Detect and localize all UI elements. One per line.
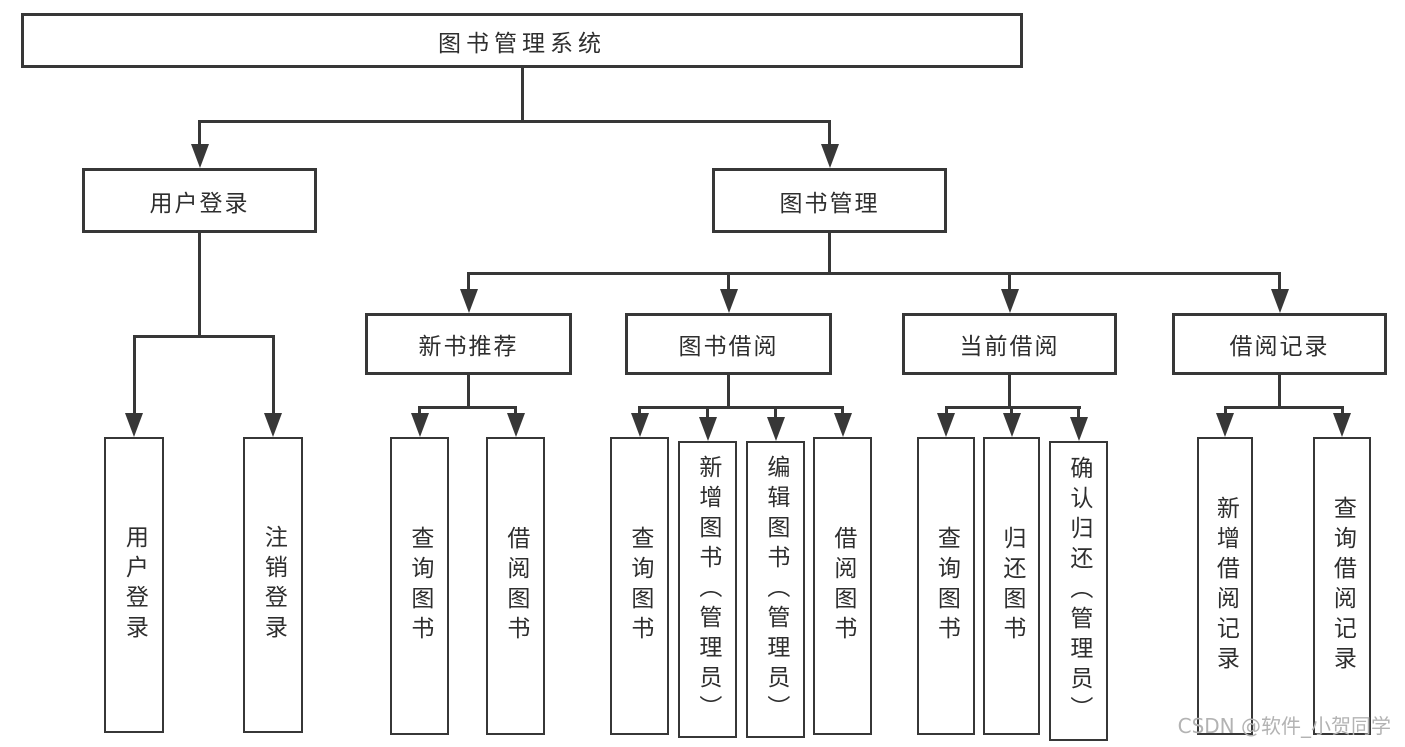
edge-branch-bar	[198, 120, 831, 123]
arrow-down-icon	[507, 413, 525, 437]
node-label: 借阅记录	[1229, 334, 1330, 360]
csdn-watermark: CSDN @软件_小贺同学	[1177, 714, 1391, 738]
edge-drop-line	[467, 375, 470, 407]
node-bor-add: 新增图书（管理员）	[678, 441, 737, 738]
node-label: 新书推荐	[418, 334, 519, 360]
edge-arrow-stem	[1008, 273, 1011, 295]
arrow-down-icon	[1070, 417, 1088, 441]
node-label: 借阅图书	[829, 526, 856, 646]
node-current: 当前借阅	[902, 313, 1117, 375]
edge-branch-bar	[638, 406, 844, 409]
node-cur-query: 查询图书	[917, 437, 975, 735]
edge-drop-line	[1278, 375, 1281, 407]
edge-drop-line	[198, 233, 201, 336]
node-label: 新增借阅记录	[1212, 496, 1239, 676]
node-leaf-login: 用户登录	[104, 437, 164, 733]
edge-arrow-stem	[133, 336, 136, 419]
arrow-down-icon	[821, 144, 839, 168]
edge-branch-bar	[467, 272, 1281, 275]
edge-branch-bar	[945, 406, 1081, 409]
node-label: 图书管理系统	[438, 30, 606, 57]
node-bor-borrow: 借阅图书	[813, 437, 872, 735]
arrow-down-icon	[767, 417, 785, 441]
arrow-down-icon	[191, 144, 209, 168]
node-borrow: 图书借阅	[625, 313, 832, 375]
arrow-down-icon	[720, 289, 738, 313]
edge-branch-bar	[418, 406, 517, 409]
node-rcd-query: 查询借阅记录	[1313, 437, 1371, 735]
node-rec-borrow: 借阅图书	[486, 437, 545, 735]
edge-arrow-stem	[1077, 407, 1080, 423]
node-login: 用户登录	[82, 168, 317, 233]
edge-arrow-stem	[1278, 273, 1281, 295]
edge-drop-line	[727, 375, 730, 407]
arrow-down-icon	[1333, 413, 1351, 437]
edge-arrow-stem	[467, 273, 470, 295]
node-label: 编辑图书（管理员）	[762, 454, 789, 725]
edge-branch-bar	[1224, 406, 1344, 409]
node-label: 图书借阅	[678, 334, 779, 360]
edge-arrow-stem	[272, 336, 275, 419]
node-label: 借阅图书	[502, 526, 529, 646]
node-bor-edit: 编辑图书（管理员）	[746, 441, 805, 738]
arrow-down-icon	[699, 417, 717, 441]
arrow-down-icon	[264, 413, 282, 437]
edge-arrow-stem	[706, 407, 709, 423]
node-root: 图书管理系统	[21, 13, 1023, 68]
node-label: 确认归还（管理员）	[1065, 456, 1092, 726]
node-rec-query: 查询图书	[390, 437, 449, 735]
edge-arrow-stem	[198, 121, 201, 150]
arrow-down-icon	[460, 289, 478, 313]
node-label: 当前借阅	[959, 334, 1060, 360]
node-label: 注销登录	[260, 525, 287, 645]
edge-arrow-stem	[774, 407, 777, 423]
node-label: 用户登录	[121, 525, 148, 645]
arrow-down-icon	[125, 413, 143, 437]
arrow-down-icon	[411, 413, 429, 437]
node-cur-return: 归还图书	[983, 437, 1040, 735]
node-label: 新增图书（管理员）	[694, 454, 721, 725]
node-records: 借阅记录	[1172, 313, 1387, 375]
node-label: 查询借阅记录	[1329, 496, 1356, 676]
arrow-down-icon	[937, 413, 955, 437]
edge-drop-line	[1008, 375, 1011, 407]
arrow-down-icon	[1271, 289, 1289, 313]
edge-drop-line	[521, 68, 524, 121]
edge-branch-bar	[133, 335, 275, 338]
node-cur-confirm: 确认归还（管理员）	[1049, 441, 1108, 741]
node-label: 查询图书	[406, 526, 433, 646]
node-label: 归还图书	[998, 526, 1025, 646]
arrow-down-icon	[631, 413, 649, 437]
arrow-down-icon	[1003, 413, 1021, 437]
node-rec: 新书推荐	[365, 313, 572, 375]
edge-arrow-stem	[727, 273, 730, 295]
node-label: 查询图书	[933, 526, 960, 646]
edge-drop-line	[828, 233, 831, 273]
arrow-down-icon	[834, 413, 852, 437]
node-bor-query: 查询图书	[610, 437, 669, 735]
node-mgmt: 图书管理	[712, 168, 947, 233]
node-label: 查询图书	[626, 526, 653, 646]
arrow-down-icon	[1216, 413, 1234, 437]
node-label: 用户登录	[149, 190, 250, 217]
node-label: 图书管理	[779, 190, 880, 217]
node-rcd-add: 新增借阅记录	[1197, 437, 1253, 735]
edge-arrow-stem	[828, 121, 831, 150]
arrow-down-icon	[1001, 289, 1019, 313]
node-leaf-logout: 注销登录	[243, 437, 303, 733]
